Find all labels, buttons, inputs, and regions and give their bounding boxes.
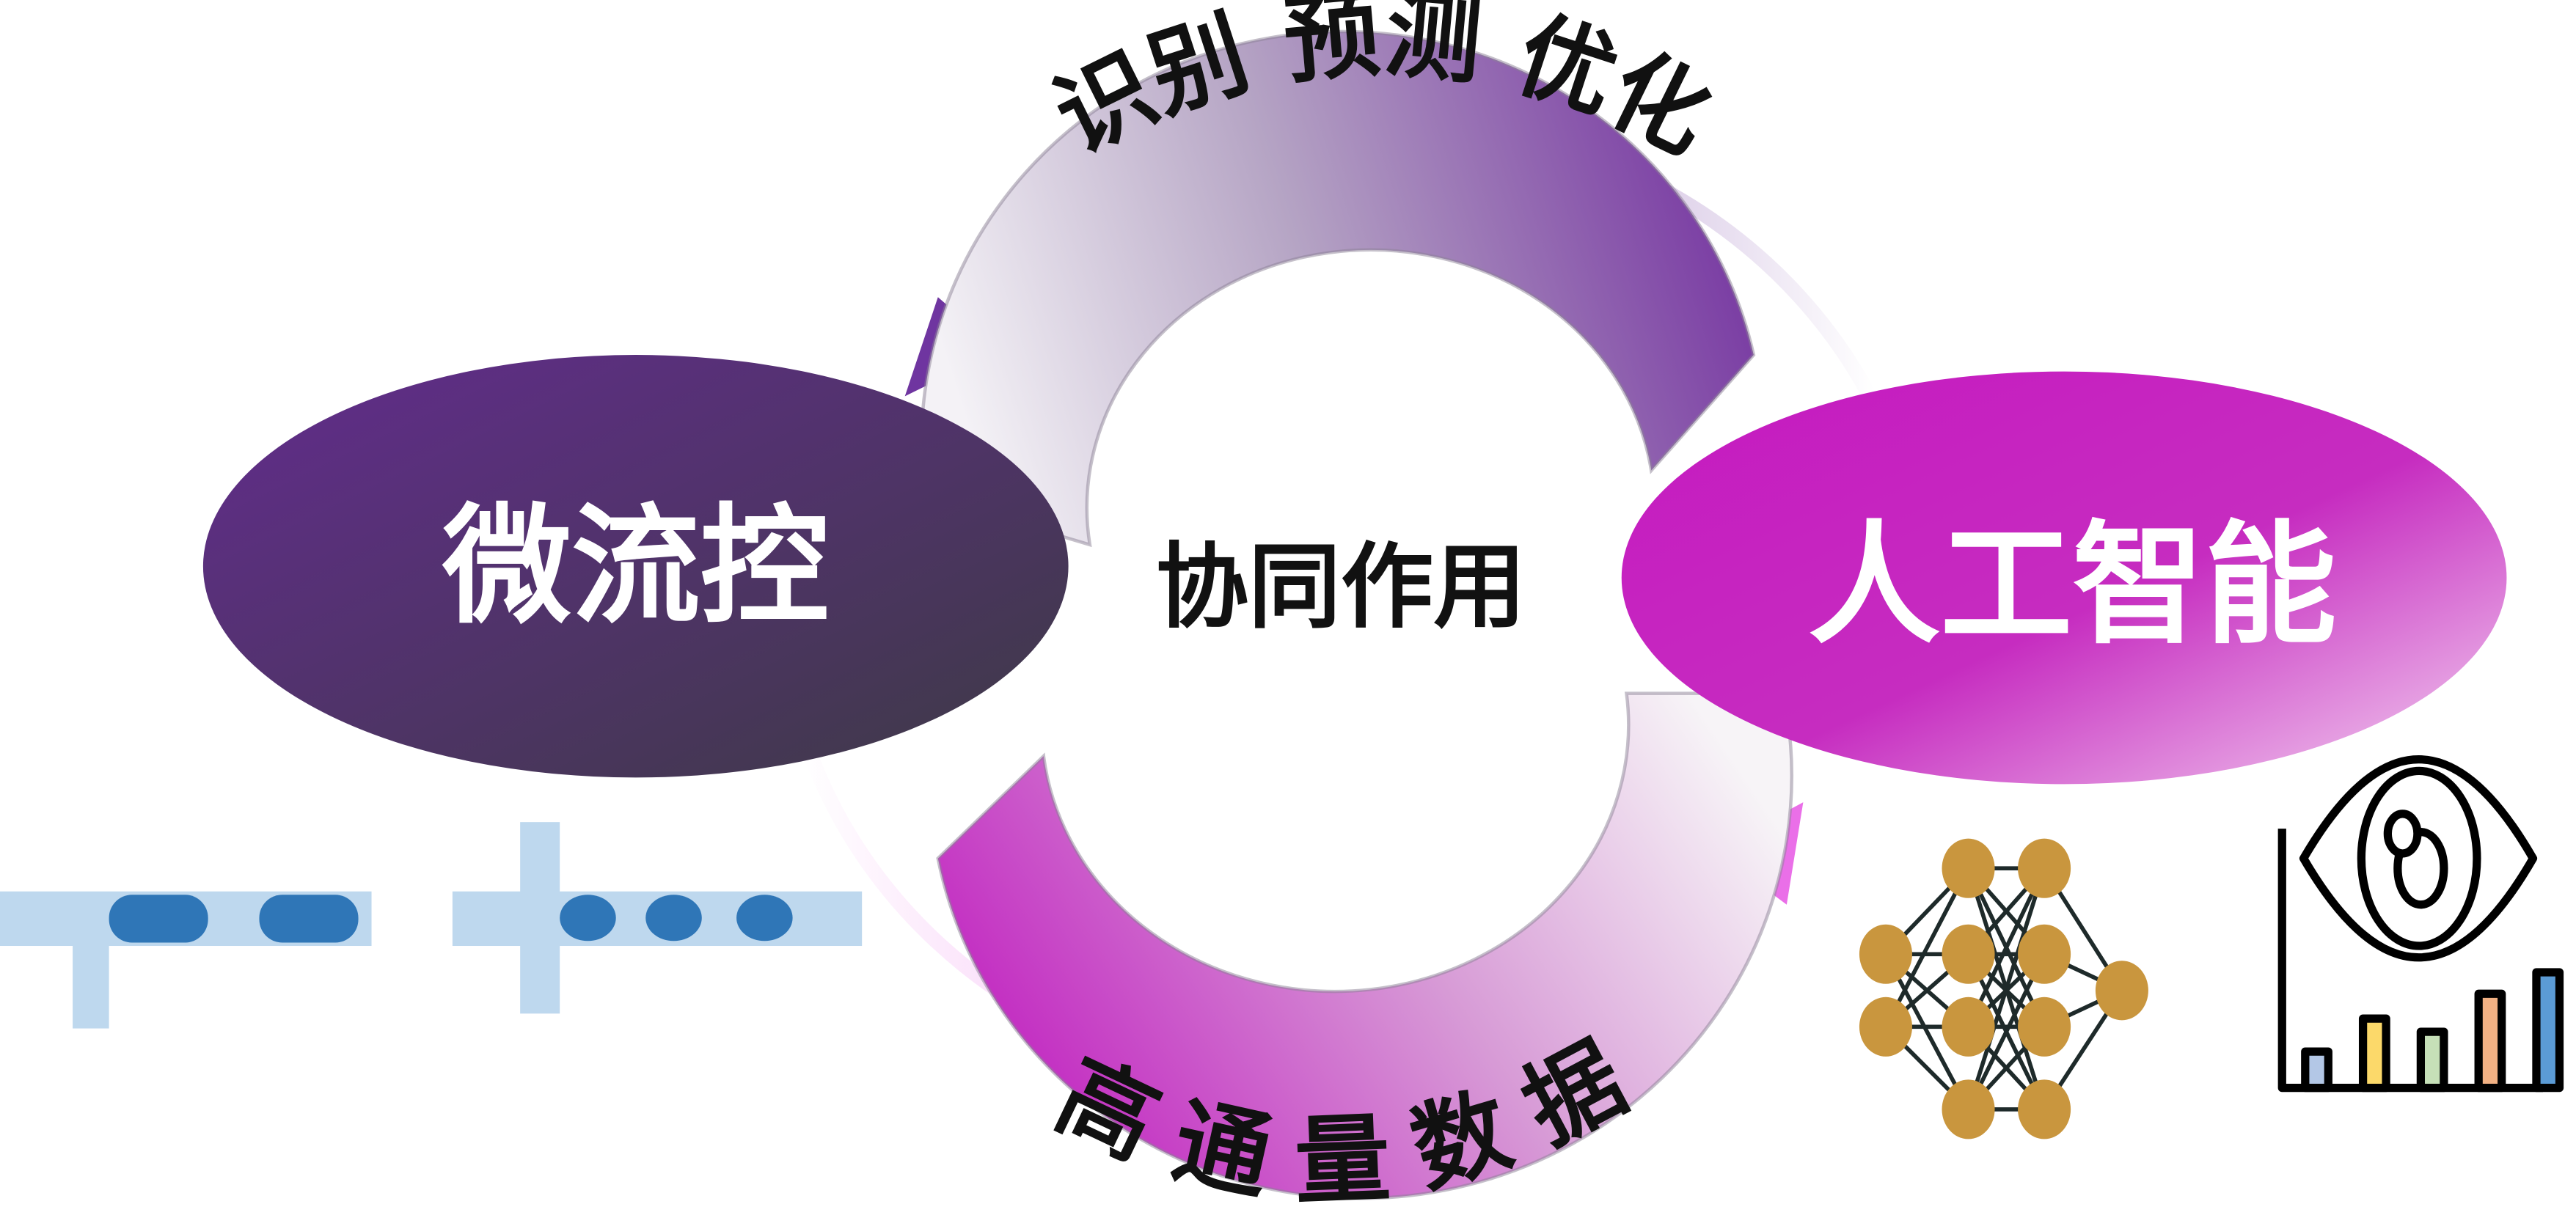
droplet-icon [109, 895, 208, 943]
ai-label: 人工智能 [1808, 509, 2336, 662]
droplet-icon [736, 895, 793, 941]
eye-icon [2299, 755, 2538, 962]
droplet-icon [259, 895, 359, 943]
bottom-cycle-band [936, 691, 1793, 1200]
microfluidics-label: 微流控 [442, 492, 829, 642]
ai-node: 人工智能 [1621, 371, 2507, 785]
microfluidics-node: 微流控 [202, 355, 1069, 778]
neural-network-icon [1859, 838, 2148, 1139]
eye-bar-chart-icon [2277, 755, 2564, 1093]
microfluidic-cross-junction-icon [452, 822, 863, 1014]
microfluidic-channel-icon [0, 891, 372, 1029]
synergy-label: 协同作用 [1156, 533, 1526, 641]
top-cycle-band [920, 29, 1756, 548]
droplet-icon [645, 895, 702, 941]
droplet-icon [560, 895, 616, 941]
